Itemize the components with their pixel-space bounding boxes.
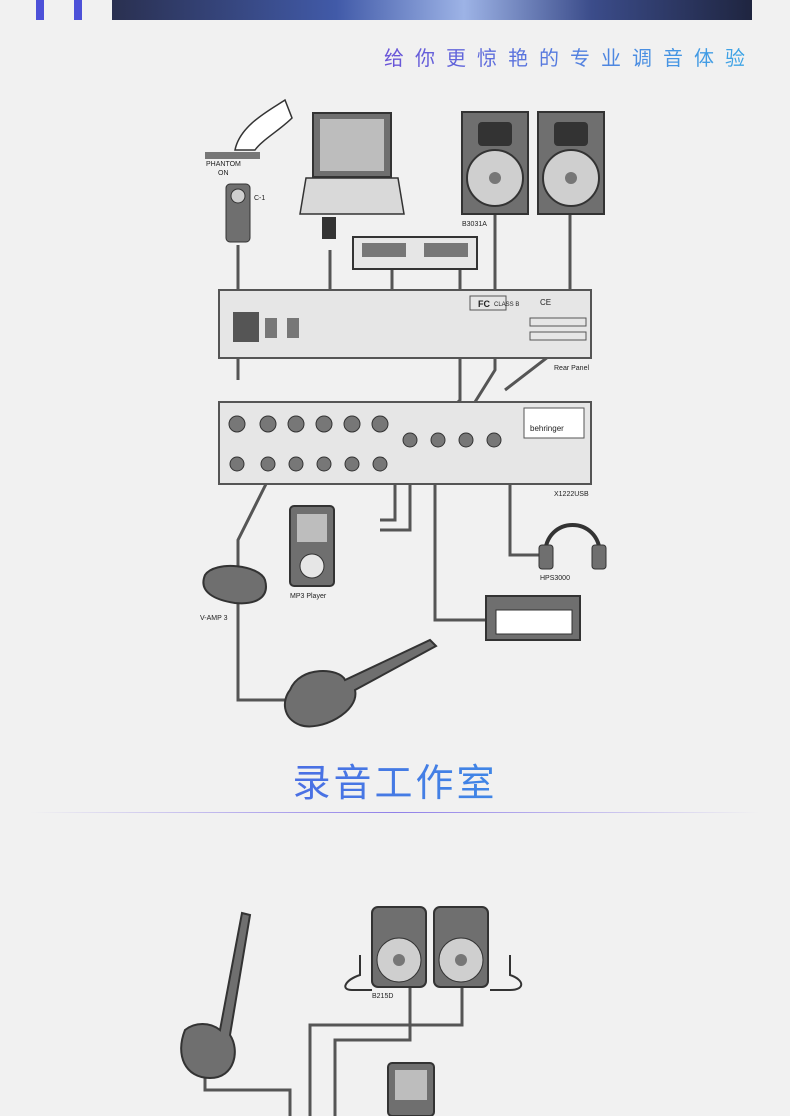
power-plug-left-icon: [344, 955, 372, 991]
live-diagram: B215D: [180, 906, 523, 1116]
logo-bar-right: [74, 0, 82, 20]
mp3-player-icon: [387, 1062, 435, 1116]
mixer-label: X1222USB: [554, 491, 589, 498]
mixer-icon: [218, 401, 592, 485]
electric-guitar-icon: [283, 638, 438, 728]
phantom-button-icon: [205, 98, 293, 159]
rear-panel-icon: [218, 289, 592, 359]
tagline: 给你更惊艳的专业调音体验: [384, 42, 756, 71]
cassette-deck-icon: [352, 236, 478, 270]
studio-diagram: PHANTOM ON C-1 B3031A: [200, 98, 607, 728]
electric-guitar-icon: [180, 911, 252, 1080]
fcc-class-label: CLASS B: [494, 302, 519, 308]
microphone-icon: [225, 183, 251, 243]
amp-label: V-AMP 3: [200, 615, 228, 622]
phantom-label: PHANTOM: [206, 161, 241, 168]
section-divider: [30, 812, 760, 813]
speaker-label: B215D: [372, 993, 393, 1000]
mic-label: C-1: [254, 195, 265, 202]
ce-mark: CE: [540, 298, 551, 307]
headphones-icon: [538, 523, 607, 570]
mp3-player-icon: [289, 505, 335, 587]
power-plug-right-icon: [490, 955, 523, 991]
monitor-label: B3031A: [462, 221, 487, 228]
studio-monitor-left-icon: [461, 111, 529, 215]
pa-speaker-left-icon: [371, 906, 427, 988]
rear-panel-label: Rear Panel: [554, 365, 589, 372]
section-title-studio: 录音工作室: [0, 752, 790, 807]
logo-bar-left: [36, 0, 44, 20]
studio-monitor-right-icon: [537, 111, 605, 215]
pa-speaker-right-icon: [433, 906, 489, 988]
keyboard-icon: [485, 595, 581, 641]
fcc-logo: FC: [478, 299, 490, 309]
phantom-on-label: ON: [218, 170, 229, 177]
headphones-label: HPS3000: [540, 575, 570, 582]
header-banner-image: [112, 0, 752, 20]
laptop-icon: [299, 112, 405, 239]
mp3-label: MP3 Player: [290, 593, 327, 600]
mixer-brand: behringer: [530, 424, 564, 433]
guitar-amp-icon: [202, 564, 267, 605]
